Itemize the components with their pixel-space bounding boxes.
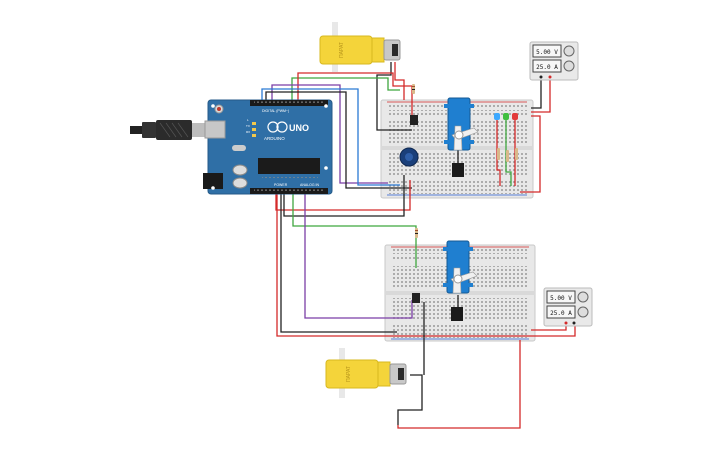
arduino-model-label: UNO [289,123,309,133]
wire-red-c [276,193,576,337]
wire-red-b [275,180,411,211]
wire-red-ps1 [531,78,551,113]
wire-black-c [280,193,397,333]
ps-bottom-voltage-knob[interactable] [577,291,589,303]
ps-top-current: 25.0 A [536,64,558,71]
l-label: L [247,118,249,122]
ps-top-voltage: 5.00 V [536,49,558,56]
led-blue [494,113,500,120]
led-red [512,113,518,120]
wire-black-a [265,91,412,189]
wire-black-motor2 [397,374,423,425]
tx-label: TX [246,124,250,128]
servo-top [444,97,479,177]
usb-cable [130,120,210,140]
wire-green-b [292,193,417,268]
arduino-uno-board: UNO ARDUINO DIGITAL (PWM~) POWER ANALOG … [203,99,333,195]
ps-bottom-voltage: 5.00 V [550,295,572,302]
wire-red-led [496,118,501,186]
led-resistors [497,148,518,162]
resistor-motor1 [412,84,415,94]
dc-motor-top: ПАРАТ [319,22,401,72]
led-green [503,113,509,120]
wire-blue-a [261,88,400,186]
motor-top-label: ПАРАТ [339,42,345,58]
ps-top-current-knob[interactable] [563,60,575,72]
leds [494,113,518,120]
motor-bottom-label: ПАРАТ [346,366,352,382]
potentiometer[interactable] [399,147,419,167]
wire-red-motor2 [397,340,521,429]
transistor-bottom [412,293,420,303]
rx-label: RX [246,130,250,134]
wire-black-b [283,175,405,217]
digital-header-label: DIGITAL (PWM~) [262,109,289,113]
servo-bottom [443,240,478,321]
wire-red-ps1b [520,115,541,193]
wire-red-motor1 [394,62,405,100]
ps-top-voltage-knob[interactable] [563,45,575,57]
power-header-label: POWER [274,183,288,187]
arduino-brand-label: ARDUINO [264,136,285,141]
analog-header-label: ANALOG IN [300,183,320,187]
wires [261,62,576,429]
power-supply-bottom: 5.00 V 25.0 A [543,287,593,327]
wire-purple-b [304,193,413,319]
transistor-top [410,115,418,125]
ps-bottom-current: 25.0 A [550,310,572,317]
wire-green-led [505,118,512,186]
power-supply-top: 5.00 V 25.0 A [529,41,579,81]
dc-motor-bottom: ПАРАТ [325,348,407,398]
ps-bottom-current-knob[interactable] [577,306,589,318]
wire-black-ps1 [531,78,542,109]
wire-purple-a [271,84,388,184]
wire-black-motor1 [376,62,412,131]
resistor-motor2 [415,228,418,238]
